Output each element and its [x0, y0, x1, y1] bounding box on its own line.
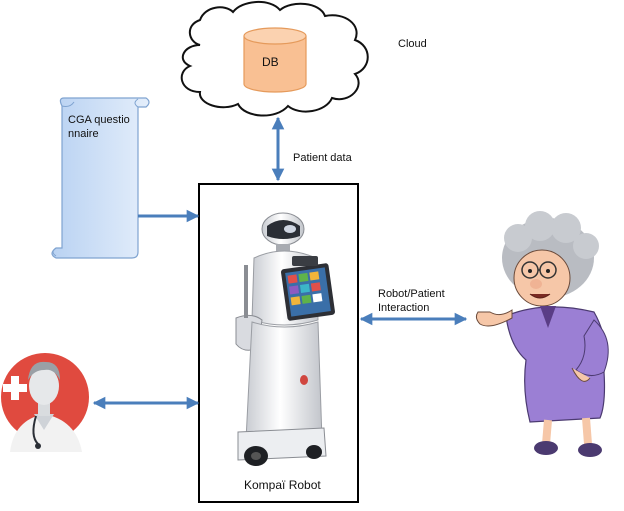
scroll-icon [51, 97, 150, 259]
robot-box [198, 183, 359, 503]
interaction-label-line1: Robot/Patient [378, 288, 445, 300]
doctor-avatar-icon [1, 353, 89, 452]
db-label: DB [262, 55, 279, 69]
interaction-label: Robot/Patient Interaction [378, 287, 445, 315]
grandmother-image [475, 211, 609, 457]
interaction-label-line2: Interaction [378, 302, 430, 314]
robot-image [235, 212, 335, 466]
database-icon [243, 27, 307, 93]
patient-data-label: Patient data [293, 152, 352, 164]
cga-questionnaire-label: CGA questionnaire [68, 114, 130, 140]
cloud-label: Cloud [398, 38, 427, 50]
robot-label: Kompaï Robot [244, 478, 321, 492]
